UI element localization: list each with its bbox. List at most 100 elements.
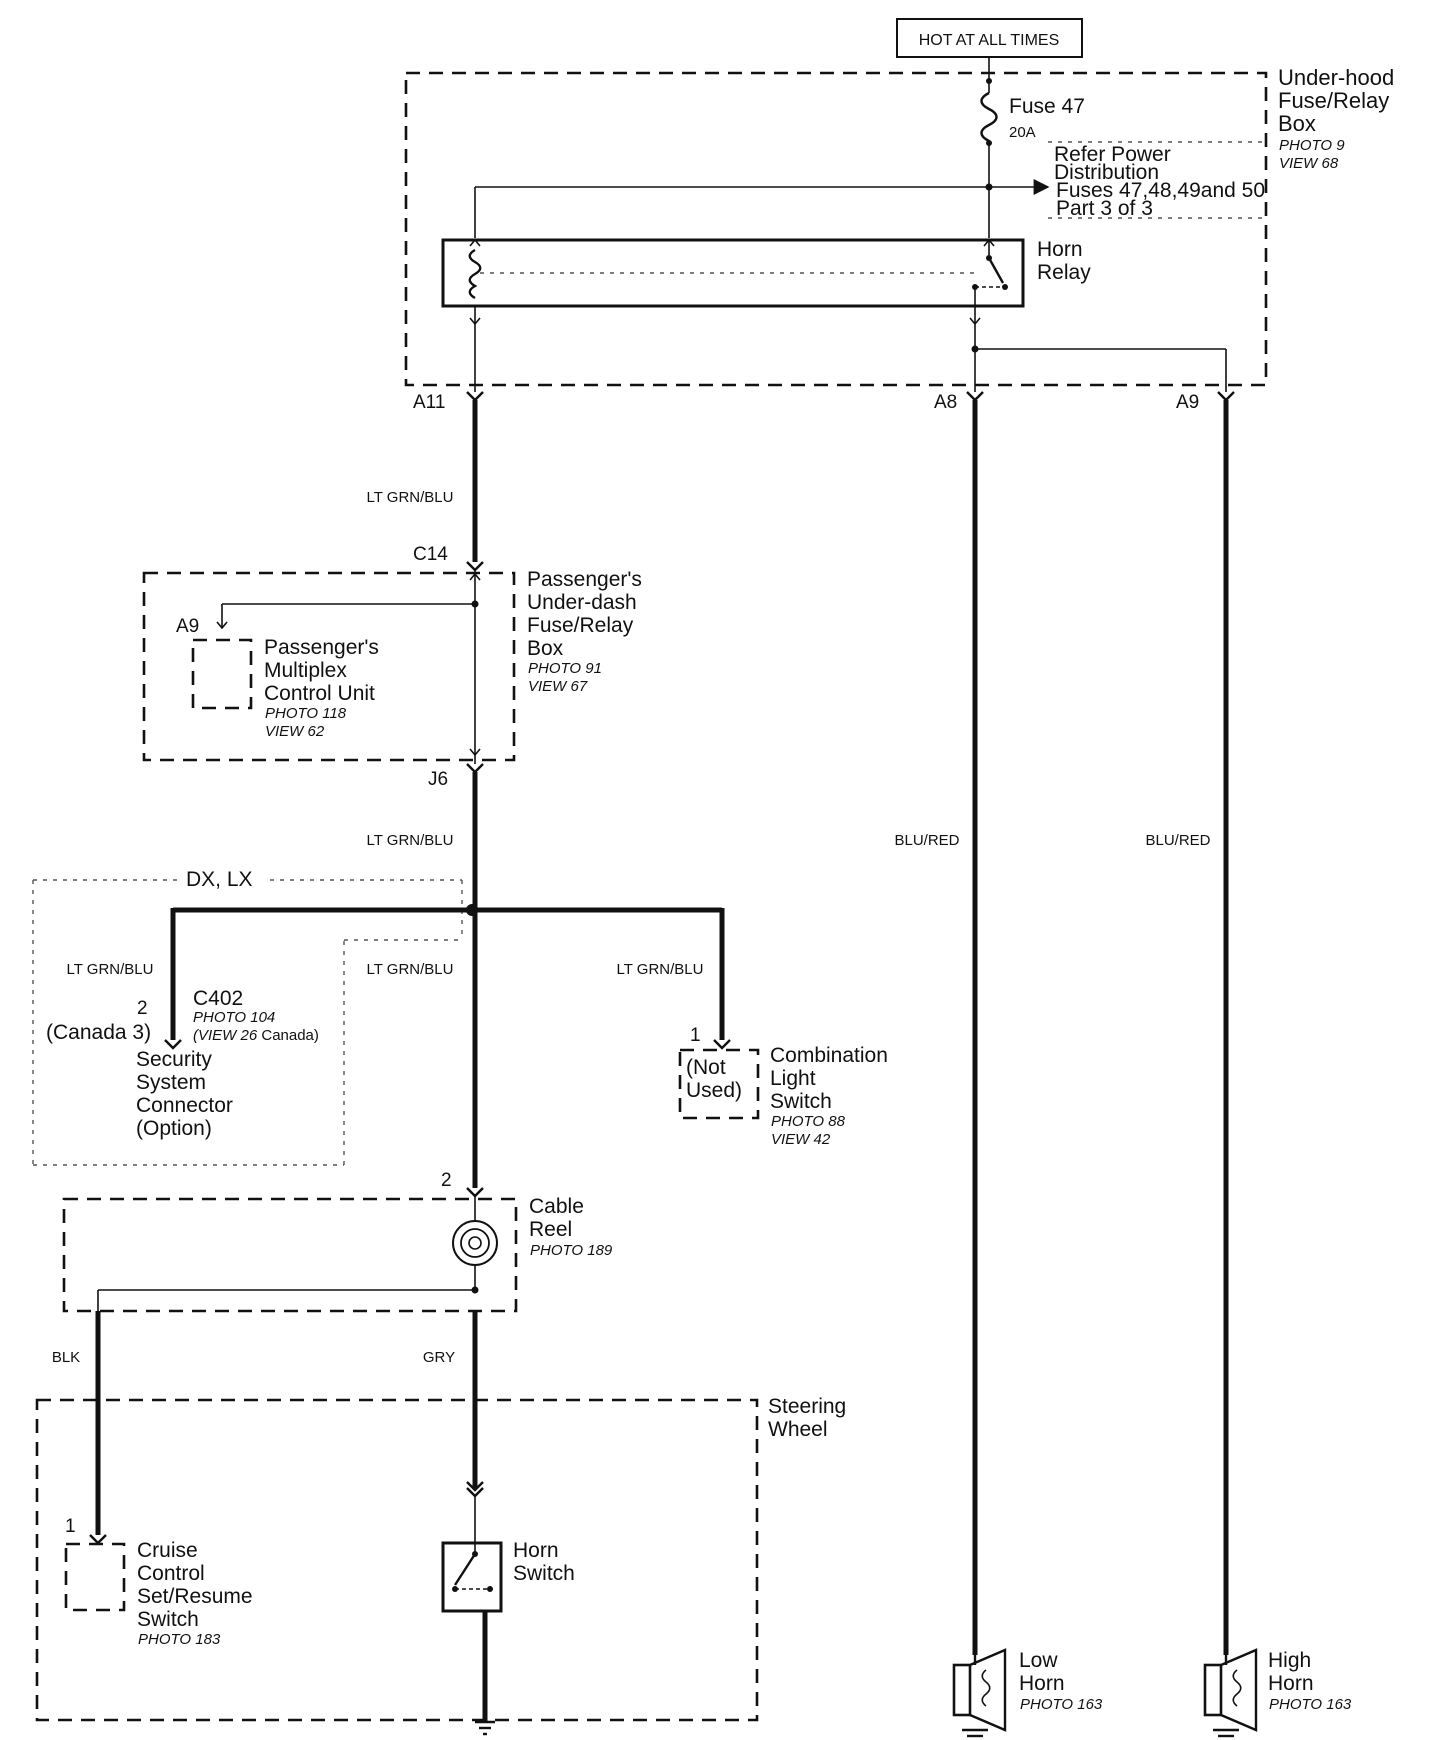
connector-c14 bbox=[466, 561, 484, 572]
svg-text:VIEW 68: VIEW 68 bbox=[1279, 155, 1339, 172]
wire-label-gry: GRY bbox=[423, 1349, 455, 1366]
svg-text:Horn: Horn bbox=[1019, 1672, 1065, 1695]
svg-text:PHOTO 118: PHOTO 118 bbox=[265, 705, 347, 722]
svg-text:Fuses 47,48,49and 50: Fuses 47,48,49and 50 bbox=[1056, 179, 1265, 202]
c14-arrow bbox=[469, 572, 481, 581]
svg-text:Part 3 of 3: Part 3 of 3 bbox=[1056, 197, 1153, 220]
pin-a9-label: A9 bbox=[1176, 392, 1199, 413]
low-horn: Low Horn PHOTO 163 bbox=[952, 1648, 1103, 1738]
svg-text:Used): Used) bbox=[686, 1079, 742, 1102]
security-system-connector: 2 (Canada 3) C402 PHOTO 104 (VIEW 26 Can… bbox=[46, 987, 319, 1140]
svg-text:Horn: Horn bbox=[1268, 1672, 1314, 1695]
svg-text:Reel: Reel bbox=[529, 1218, 572, 1241]
svg-text:Low: Low bbox=[1019, 1649, 1058, 1672]
pin-mcu-a9-label: A9 bbox=[176, 616, 199, 637]
horn-switch: Horn Switch bbox=[441, 1481, 575, 1613]
svg-text:PHOTO 163: PHOTO 163 bbox=[1020, 1696, 1103, 1713]
svg-text:Control: Control bbox=[137, 1562, 205, 1585]
svg-text:High: High bbox=[1268, 1649, 1311, 1672]
svg-text:System: System bbox=[136, 1071, 206, 1094]
svg-text:DX, LX: DX, LX bbox=[186, 868, 253, 891]
pin-a8-label: A8 bbox=[934, 392, 957, 413]
underhood-fuse-relay-box: Under-hood Fuse/Relay Box PHOTO 9 VIEW 6… bbox=[404, 65, 1394, 387]
fuse-top-node bbox=[986, 78, 992, 84]
pin-c14-label: C14 bbox=[413, 544, 448, 565]
multiplex-control-unit: Passenger's Multiplex Control Unit PHOTO… bbox=[191, 636, 379, 740]
connector-j6 bbox=[466, 763, 484, 774]
svg-text:Control Unit: Control Unit bbox=[264, 682, 375, 705]
wire-label-a11: LT GRN/BLU bbox=[367, 489, 454, 506]
pin-j6-label: J6 bbox=[428, 769, 448, 790]
svg-text:Switch: Switch bbox=[137, 1608, 199, 1631]
connector-a9 bbox=[1217, 391, 1235, 402]
svg-text:Box: Box bbox=[1278, 111, 1316, 136]
svg-text:2: 2 bbox=[137, 998, 148, 1019]
refer-power-note: Refer Power Distribution Fuses 47,48,49a… bbox=[1048, 141, 1265, 220]
svg-text:Security: Security bbox=[136, 1048, 212, 1071]
svg-text:(Canada 3): (Canada 3) bbox=[46, 1021, 151, 1044]
dx-lx-option-area: DX, LX bbox=[32, 868, 463, 1166]
svg-text:Steering: Steering bbox=[768, 1395, 846, 1418]
svg-text:Switch: Switch bbox=[770, 1090, 832, 1113]
svg-text:Relay: Relay bbox=[1037, 261, 1091, 284]
svg-text:Passenger's: Passenger's bbox=[527, 568, 642, 591]
svg-text:VIEW 67: VIEW 67 bbox=[528, 678, 588, 695]
svg-text:Switch: Switch bbox=[513, 1562, 575, 1585]
cruise-control-switch: 1 Cruise Control Set/Resume Switch PHOTO… bbox=[64, 1516, 253, 1648]
svg-text:Fuse/Relay: Fuse/Relay bbox=[1278, 88, 1389, 113]
svg-text:Light: Light bbox=[770, 1067, 816, 1090]
svg-text:(VIEW 26 Canada): (VIEW 26 Canada) bbox=[193, 1027, 319, 1044]
horn-relay: Horn Relay bbox=[441, 238, 1091, 308]
wire-label-a9: BLU/RED bbox=[1145, 832, 1210, 849]
hot-at-all-times-label: HOT AT ALL TIMES bbox=[896, 18, 1083, 58]
svg-text:C402: C402 bbox=[193, 987, 243, 1010]
svg-text:Horn: Horn bbox=[1037, 238, 1083, 261]
passengers-underdash-box: Passenger's Under-dash Fuse/Relay Box PH… bbox=[142, 568, 642, 762]
svg-text:Cruise: Cruise bbox=[137, 1539, 198, 1562]
wire-label-j6: LT GRN/BLU bbox=[367, 832, 454, 849]
svg-text:Horn: Horn bbox=[513, 1539, 559, 1562]
svg-text:Fuse 47: Fuse 47 bbox=[1009, 95, 1085, 118]
svg-text:(Not: (Not bbox=[686, 1056, 726, 1079]
svg-text:PHOTO 163: PHOTO 163 bbox=[1269, 1696, 1352, 1713]
high-horn: High Horn PHOTO 163 bbox=[1203, 1648, 1352, 1738]
svg-text:VIEW 42: VIEW 42 bbox=[771, 1131, 831, 1148]
svg-text:Refer Power: Refer Power bbox=[1054, 143, 1171, 166]
coil-arrow bbox=[469, 317, 481, 326]
svg-text:PHOTO 91: PHOTO 91 bbox=[528, 660, 602, 677]
svg-text:20A: 20A bbox=[1009, 124, 1036, 141]
wire-label-a8: BLU/RED bbox=[894, 832, 959, 849]
svg-text:Combination: Combination bbox=[770, 1044, 888, 1067]
svg-text:Set/Resume: Set/Resume bbox=[137, 1585, 253, 1608]
fuse-47: Fuse 47 20A bbox=[980, 91, 1085, 146]
svg-text:HOT AT ALL TIMES: HOT AT ALL TIMES bbox=[919, 32, 1060, 49]
steering-wheel-box: Steering Wheel bbox=[35, 1395, 846, 1722]
connector-a11 bbox=[466, 391, 484, 402]
svg-text:1: 1 bbox=[65, 1516, 76, 1537]
cable-reel: 2 Cable Reel PHOTO 189 bbox=[62, 1170, 613, 1313]
wire-label-splice: LT GRN/BLU bbox=[367, 961, 454, 978]
svg-text:PHOTO 189: PHOTO 189 bbox=[530, 1242, 613, 1259]
j6-arrow bbox=[469, 748, 481, 757]
svg-text:PHOTO 88: PHOTO 88 bbox=[771, 1113, 846, 1130]
relay-output-arrow bbox=[969, 317, 981, 326]
svg-text:Fuse/Relay: Fuse/Relay bbox=[527, 614, 634, 637]
combination-light-switch: 1 (Not Used) Combination Light Switch PH… bbox=[678, 1025, 888, 1148]
svg-text:Distribution: Distribution bbox=[1054, 161, 1159, 184]
wire-label-combo: LT GRN/BLU bbox=[617, 961, 704, 978]
connector-a8 bbox=[966, 391, 984, 402]
svg-text:Multiplex: Multiplex bbox=[264, 659, 347, 682]
svg-text:Wheel: Wheel bbox=[768, 1418, 828, 1441]
svg-text:Passenger's: Passenger's bbox=[264, 636, 379, 659]
svg-text:Connector: Connector bbox=[136, 1094, 233, 1117]
svg-text:2: 2 bbox=[441, 1170, 452, 1191]
svg-text:VIEW 62: VIEW 62 bbox=[265, 723, 325, 740]
svg-text:1: 1 bbox=[690, 1025, 701, 1046]
svg-text:Cable: Cable bbox=[529, 1195, 584, 1218]
svg-text:Box: Box bbox=[527, 637, 564, 660]
svg-text:(Option): (Option) bbox=[136, 1117, 212, 1140]
svg-text:PHOTO 183: PHOTO 183 bbox=[138, 1631, 221, 1648]
svg-text:Under-dash: Under-dash bbox=[527, 591, 637, 614]
pin-a11-label: A11 bbox=[413, 392, 445, 413]
